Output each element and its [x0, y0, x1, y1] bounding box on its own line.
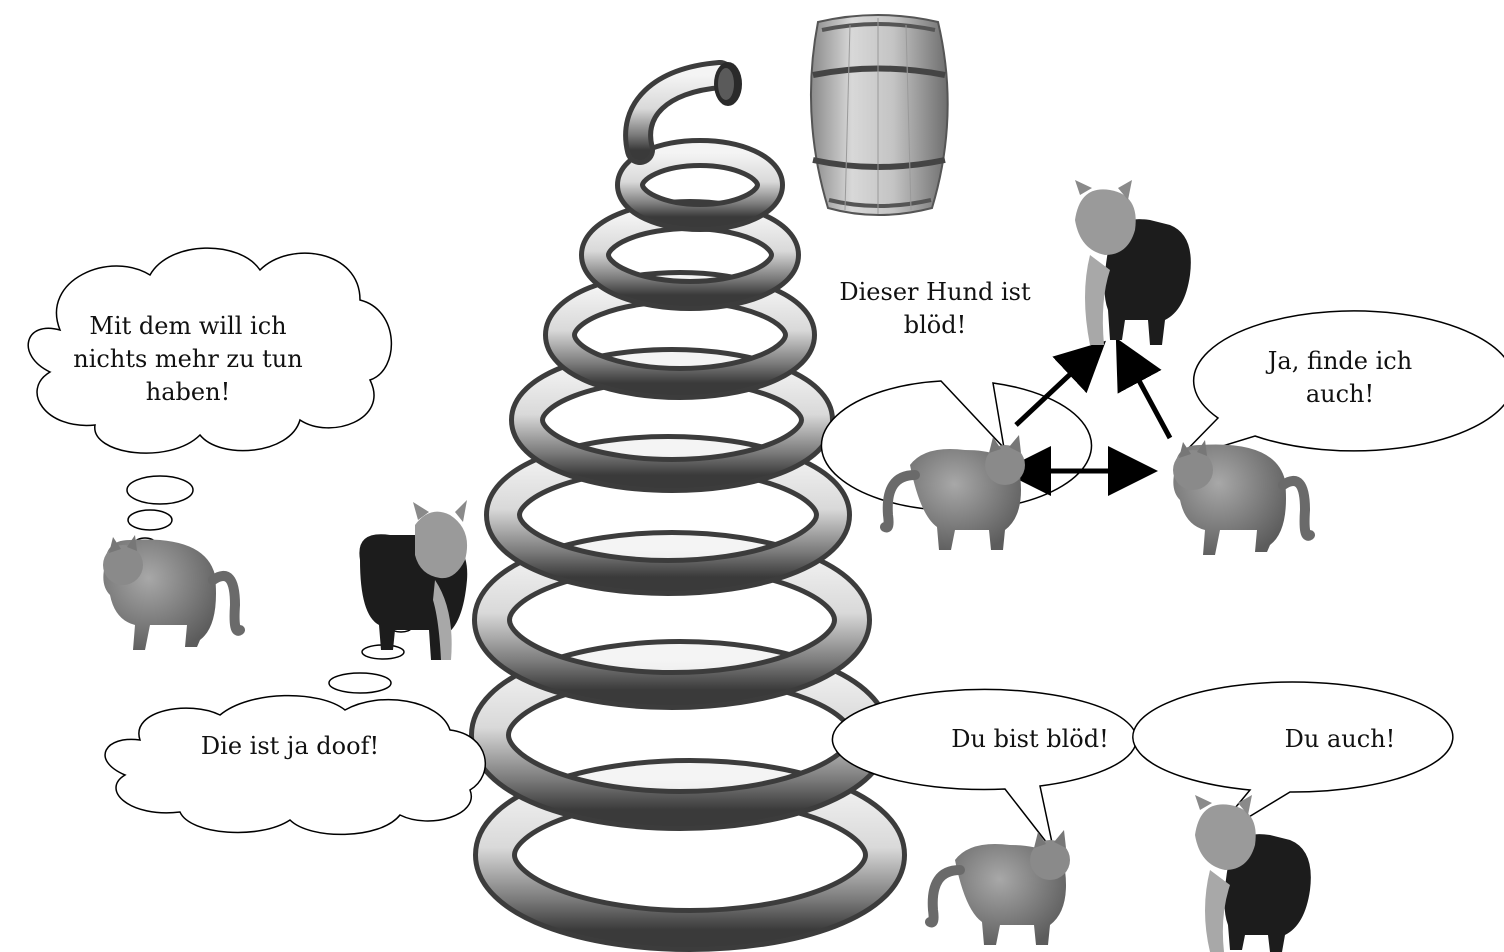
barrel-image: [811, 15, 948, 215]
cat-thought-text: Mit dem will ich nichts mehr zu tun habe…: [58, 310, 318, 409]
arrow-cat-right-to-dog: [1123, 351, 1170, 438]
thought-dots-cat: [127, 476, 193, 548]
cat-triangle-right-image: [1173, 440, 1310, 555]
thought-cloud-dog: [105, 696, 485, 835]
triangle-left-speech-text: Dieser Hund ist blöd!: [830, 276, 1040, 342]
cat-dialogue-image: [930, 830, 1070, 945]
dialogue-dog-speech-text: Du auch!: [1240, 723, 1440, 756]
dog-thinking-image: [359, 500, 467, 660]
dog-target-image: [1075, 180, 1191, 345]
cat-thinking-image: [103, 535, 240, 650]
thought-dots-dog: [329, 624, 411, 693]
dog-thought-text: Die ist ja doof!: [175, 730, 405, 763]
triangle-right-speech-text: Ja, finde ich auch!: [1245, 345, 1435, 411]
dog-dialogue-image: [1195, 795, 1311, 952]
speech-bubble-dialogue-dog: [1133, 682, 1453, 843]
dialogue-cat-speech-text: Du bist blöd!: [920, 723, 1140, 756]
